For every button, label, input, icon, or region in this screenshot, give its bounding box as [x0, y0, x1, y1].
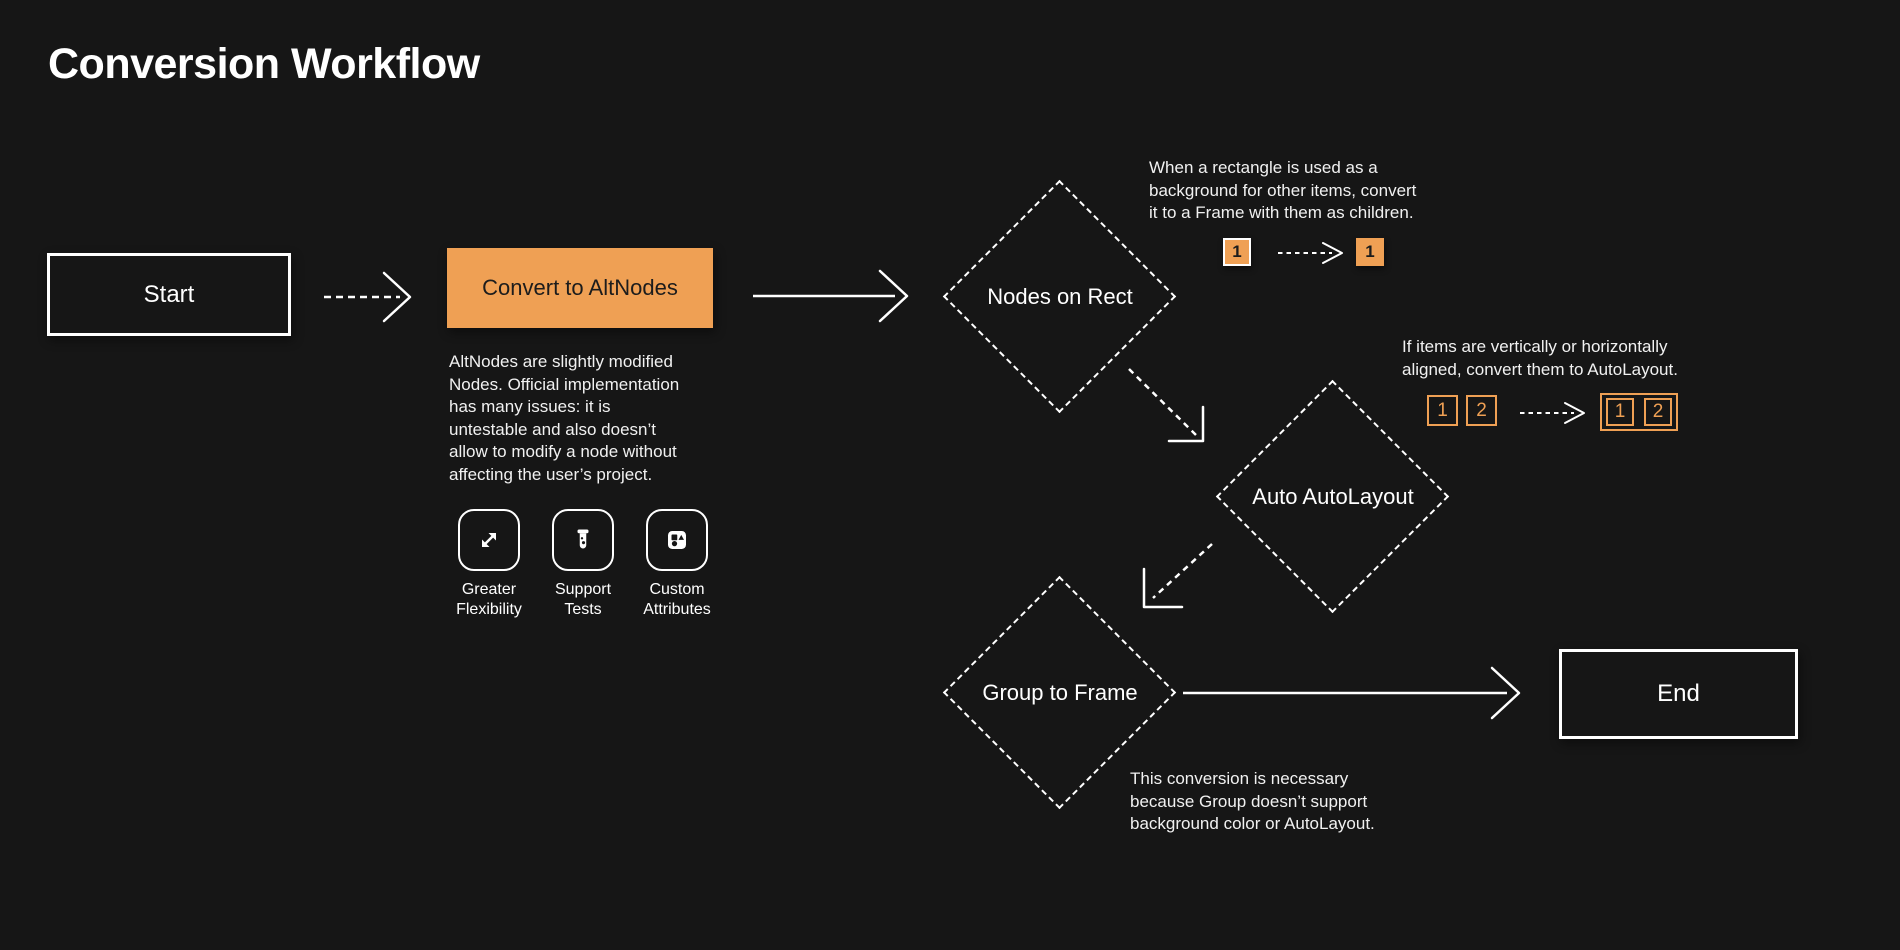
dashed-arrow-icon [1278, 242, 1343, 264]
solid-arrow-icon [753, 269, 909, 323]
dashed-diagonal-arrow-icon [1128, 368, 1205, 443]
group-to-frame-label: Group to Frame [982, 680, 1138, 705]
expand-arrows-icon [458, 509, 520, 571]
autolayout-group: 1 2 [1600, 393, 1678, 431]
feature-label: Custom Attributes [643, 581, 711, 618]
nodes-on-rect-label: Nodes on Rect [987, 284, 1133, 309]
rect-chip-before: 1 [1223, 238, 1251, 266]
test-tube-icon [552, 509, 614, 571]
frame-chip-after: 1 [1356, 238, 1384, 266]
start-label: Start [143, 280, 195, 308]
item-chip-1: 1 [1427, 395, 1458, 426]
flow-node-start: Start [47, 253, 291, 336]
dashed-arrow-icon [324, 271, 412, 323]
feature-label: Greater Flexibility [456, 581, 522, 618]
dashed-diagonal-arrow-icon [1142, 543, 1213, 609]
auto-autolayout-label: Auto AutoLayout [1252, 484, 1414, 509]
feature-support-tests: Support Tests [537, 509, 629, 620]
feature-label: Support Tests [554, 581, 612, 618]
feature-list: Greater Flexibility Support Tests [443, 509, 723, 620]
flow-node-end: End [1559, 649, 1798, 739]
shapes-icon [646, 509, 708, 571]
note-rect-to-frame: When a rectangle is used as a background… [1149, 158, 1417, 222]
note-autolayout: If items are vertically or horizontally … [1402, 337, 1678, 379]
solid-arrow-icon [1183, 666, 1521, 720]
note-group-to-frame: This conversion is necessary because Gro… [1130, 769, 1375, 833]
feature-greater-flexibility: Greater Flexibility [443, 509, 535, 620]
flow-node-convert-to-altnodes: Convert to AltNodes [447, 248, 713, 328]
dashed-arrow-icon [1520, 402, 1585, 424]
convert-label: Convert to AltNodes [482, 275, 678, 300]
end-label: End [1657, 680, 1700, 707]
feature-custom-attributes: Custom Attributes [631, 509, 723, 620]
item-chip-1-grouped: 1 [1606, 398, 1634, 426]
item-chip-2-grouped: 2 [1644, 398, 1672, 426]
item-chip-2: 2 [1466, 395, 1497, 426]
note-altnodes: AltNodes are slightly modified Nodes. Of… [449, 352, 680, 484]
page-title: Conversion Workflow [48, 40, 480, 88]
